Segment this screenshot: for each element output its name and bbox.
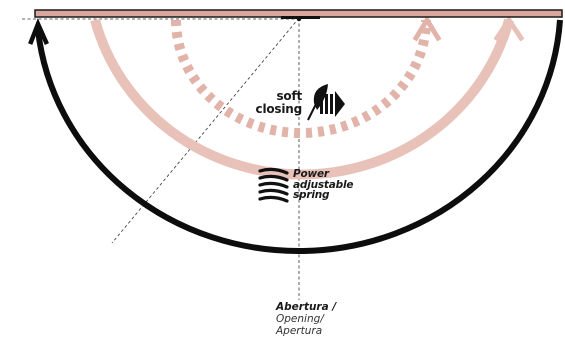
soft-closing-arrowhead	[412, 15, 442, 42]
swing-arc	[35, 19, 563, 254]
opening-label-pt: Abertura /	[276, 301, 337, 313]
swing-arrowhead	[28, 18, 49, 45]
spring-arrowhead	[493, 15, 525, 42]
soft-closing-label: soft closing	[244, 89, 303, 116]
opening-label-es: Apertura	[276, 325, 323, 337]
soft-closing-arc	[171, 19, 431, 138]
spring-line-3: spring	[293, 189, 330, 201]
door-panel	[34, 9, 563, 18]
spring-arc	[90, 18, 514, 180]
pivot-point	[296, 16, 302, 22]
spring-label: Power adjustable spring	[293, 169, 353, 201]
opening-label-en: Opening/	[276, 313, 324, 325]
feather-damper-icon	[307, 84, 345, 121]
soft-closing-line-1: soft	[276, 89, 302, 103]
spring-line-1: Power	[293, 168, 329, 180]
opening-label: Abertura / Opening/ Apertura	[276, 301, 336, 337]
soft-closing-line-2: closing	[255, 102, 303, 116]
spring-line-2: adjustable	[293, 178, 354, 191]
coil-spring-icon	[258, 167, 289, 203]
